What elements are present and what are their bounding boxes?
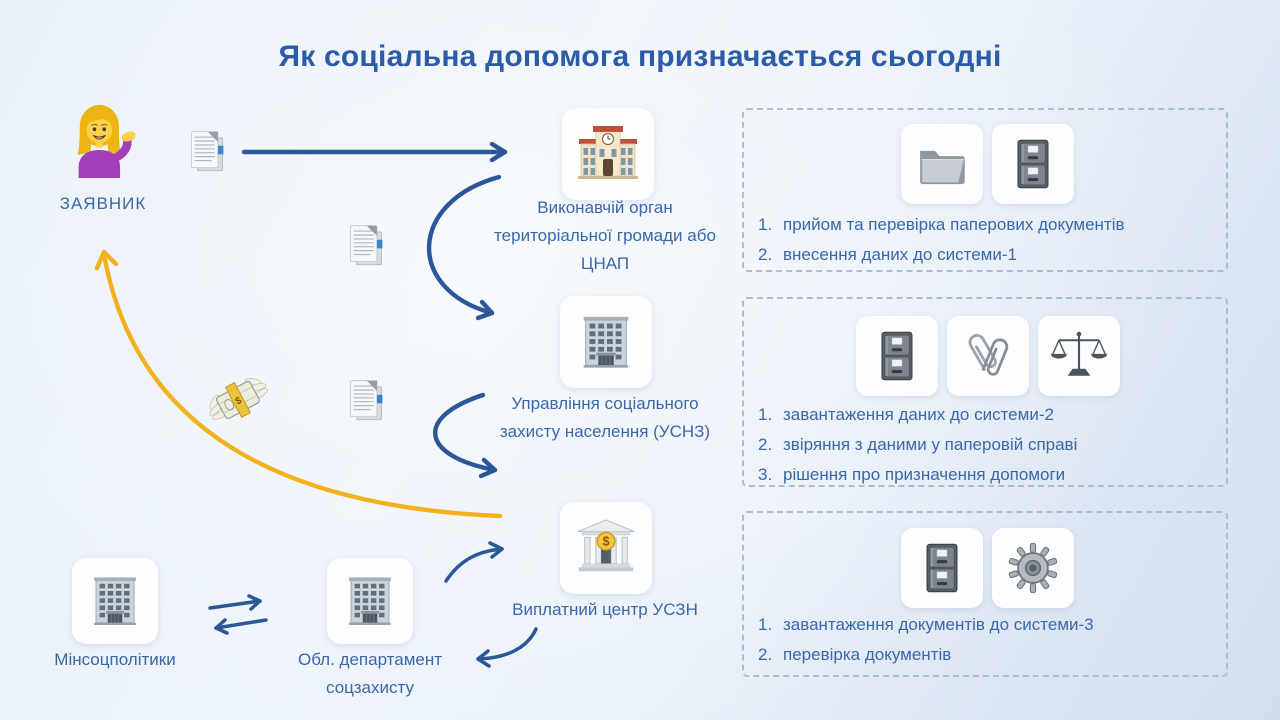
arrow-ministry-to-dept (208, 594, 262, 611)
process-box-1 (742, 108, 1228, 272)
step-item: 2. звіряння з даними у паперовій справі (758, 435, 1078, 454)
file-cabinet-icon (856, 316, 938, 396)
government-building-icon (576, 122, 640, 186)
arrow-applicant-to-executive (241, 141, 508, 163)
step-item: 1. завантаження даних до системи-2 (758, 405, 1054, 424)
arrow-dept-to-ministry (214, 618, 268, 635)
process-box-3-steps: 1. завантаження документів до системи-3 … (758, 610, 1218, 670)
arrow-payment-to-applicant (94, 249, 503, 519)
process-box-3-icons (901, 528, 1074, 608)
ministry-label: Мінсоцполітики (54, 650, 176, 669)
step-item: 2. внесення даних до системи-1 (758, 245, 1017, 264)
process-box-2 (742, 297, 1228, 487)
ministry-card (72, 558, 158, 644)
usnz-card (560, 296, 652, 388)
process-box-1-steps: 1. прийом та перевірка паперових докумен… (758, 210, 1218, 270)
applicant-icon (64, 100, 142, 178)
step-item: 2. перевірка документів (758, 645, 952, 664)
step-item: 3. рішення про призначення допомоги (758, 465, 1066, 484)
step-item: 1. прийом та перевірка паперових докумен… (758, 215, 1125, 234)
executive-body-label: Виконавчій орган територіальної громади … (494, 198, 716, 273)
payment-center-label: Виплатний центр УСЗН (512, 600, 698, 619)
office-building-icon (341, 572, 399, 630)
arrow-dept-to-payment-center (444, 541, 504, 583)
process-box-1-icons (901, 124, 1074, 204)
document-icon (182, 127, 232, 177)
scales-icon (1038, 316, 1120, 396)
gear-icon (992, 528, 1074, 608)
file-cabinet-icon (901, 528, 983, 608)
office-building-icon (86, 572, 144, 630)
folder-icon (901, 124, 983, 204)
page-title: Як соціальна допомога призначається сьог… (278, 40, 1002, 73)
usnz-label: Управління соціального захисту населення… (499, 394, 711, 441)
process-box-2-icons (856, 316, 1120, 396)
executive-body-card (562, 108, 654, 200)
process-box-2-steps: 1. завантаження даних до системи-2 2. зв… (758, 400, 1218, 490)
bank-building-icon (575, 517, 637, 579)
step-item: 1. завантаження документів до системи-3 (758, 615, 1094, 634)
regional-dept-label: Обл. департамент соцзахисту (297, 650, 443, 697)
money-with-wings-icon (206, 368, 270, 432)
payment-center-card (560, 502, 652, 594)
arrow-payment-center-to-dept (476, 627, 538, 668)
applicant-label: ЗАЯВНИК (59, 194, 147, 213)
regional-dept-card (327, 558, 413, 644)
file-cabinet-icon (992, 124, 1074, 204)
document-icon (341, 221, 391, 271)
office-building-icon (575, 311, 637, 373)
document-icon (341, 376, 391, 426)
process-box-3 (742, 511, 1228, 677)
paperclips-icon (947, 316, 1029, 396)
